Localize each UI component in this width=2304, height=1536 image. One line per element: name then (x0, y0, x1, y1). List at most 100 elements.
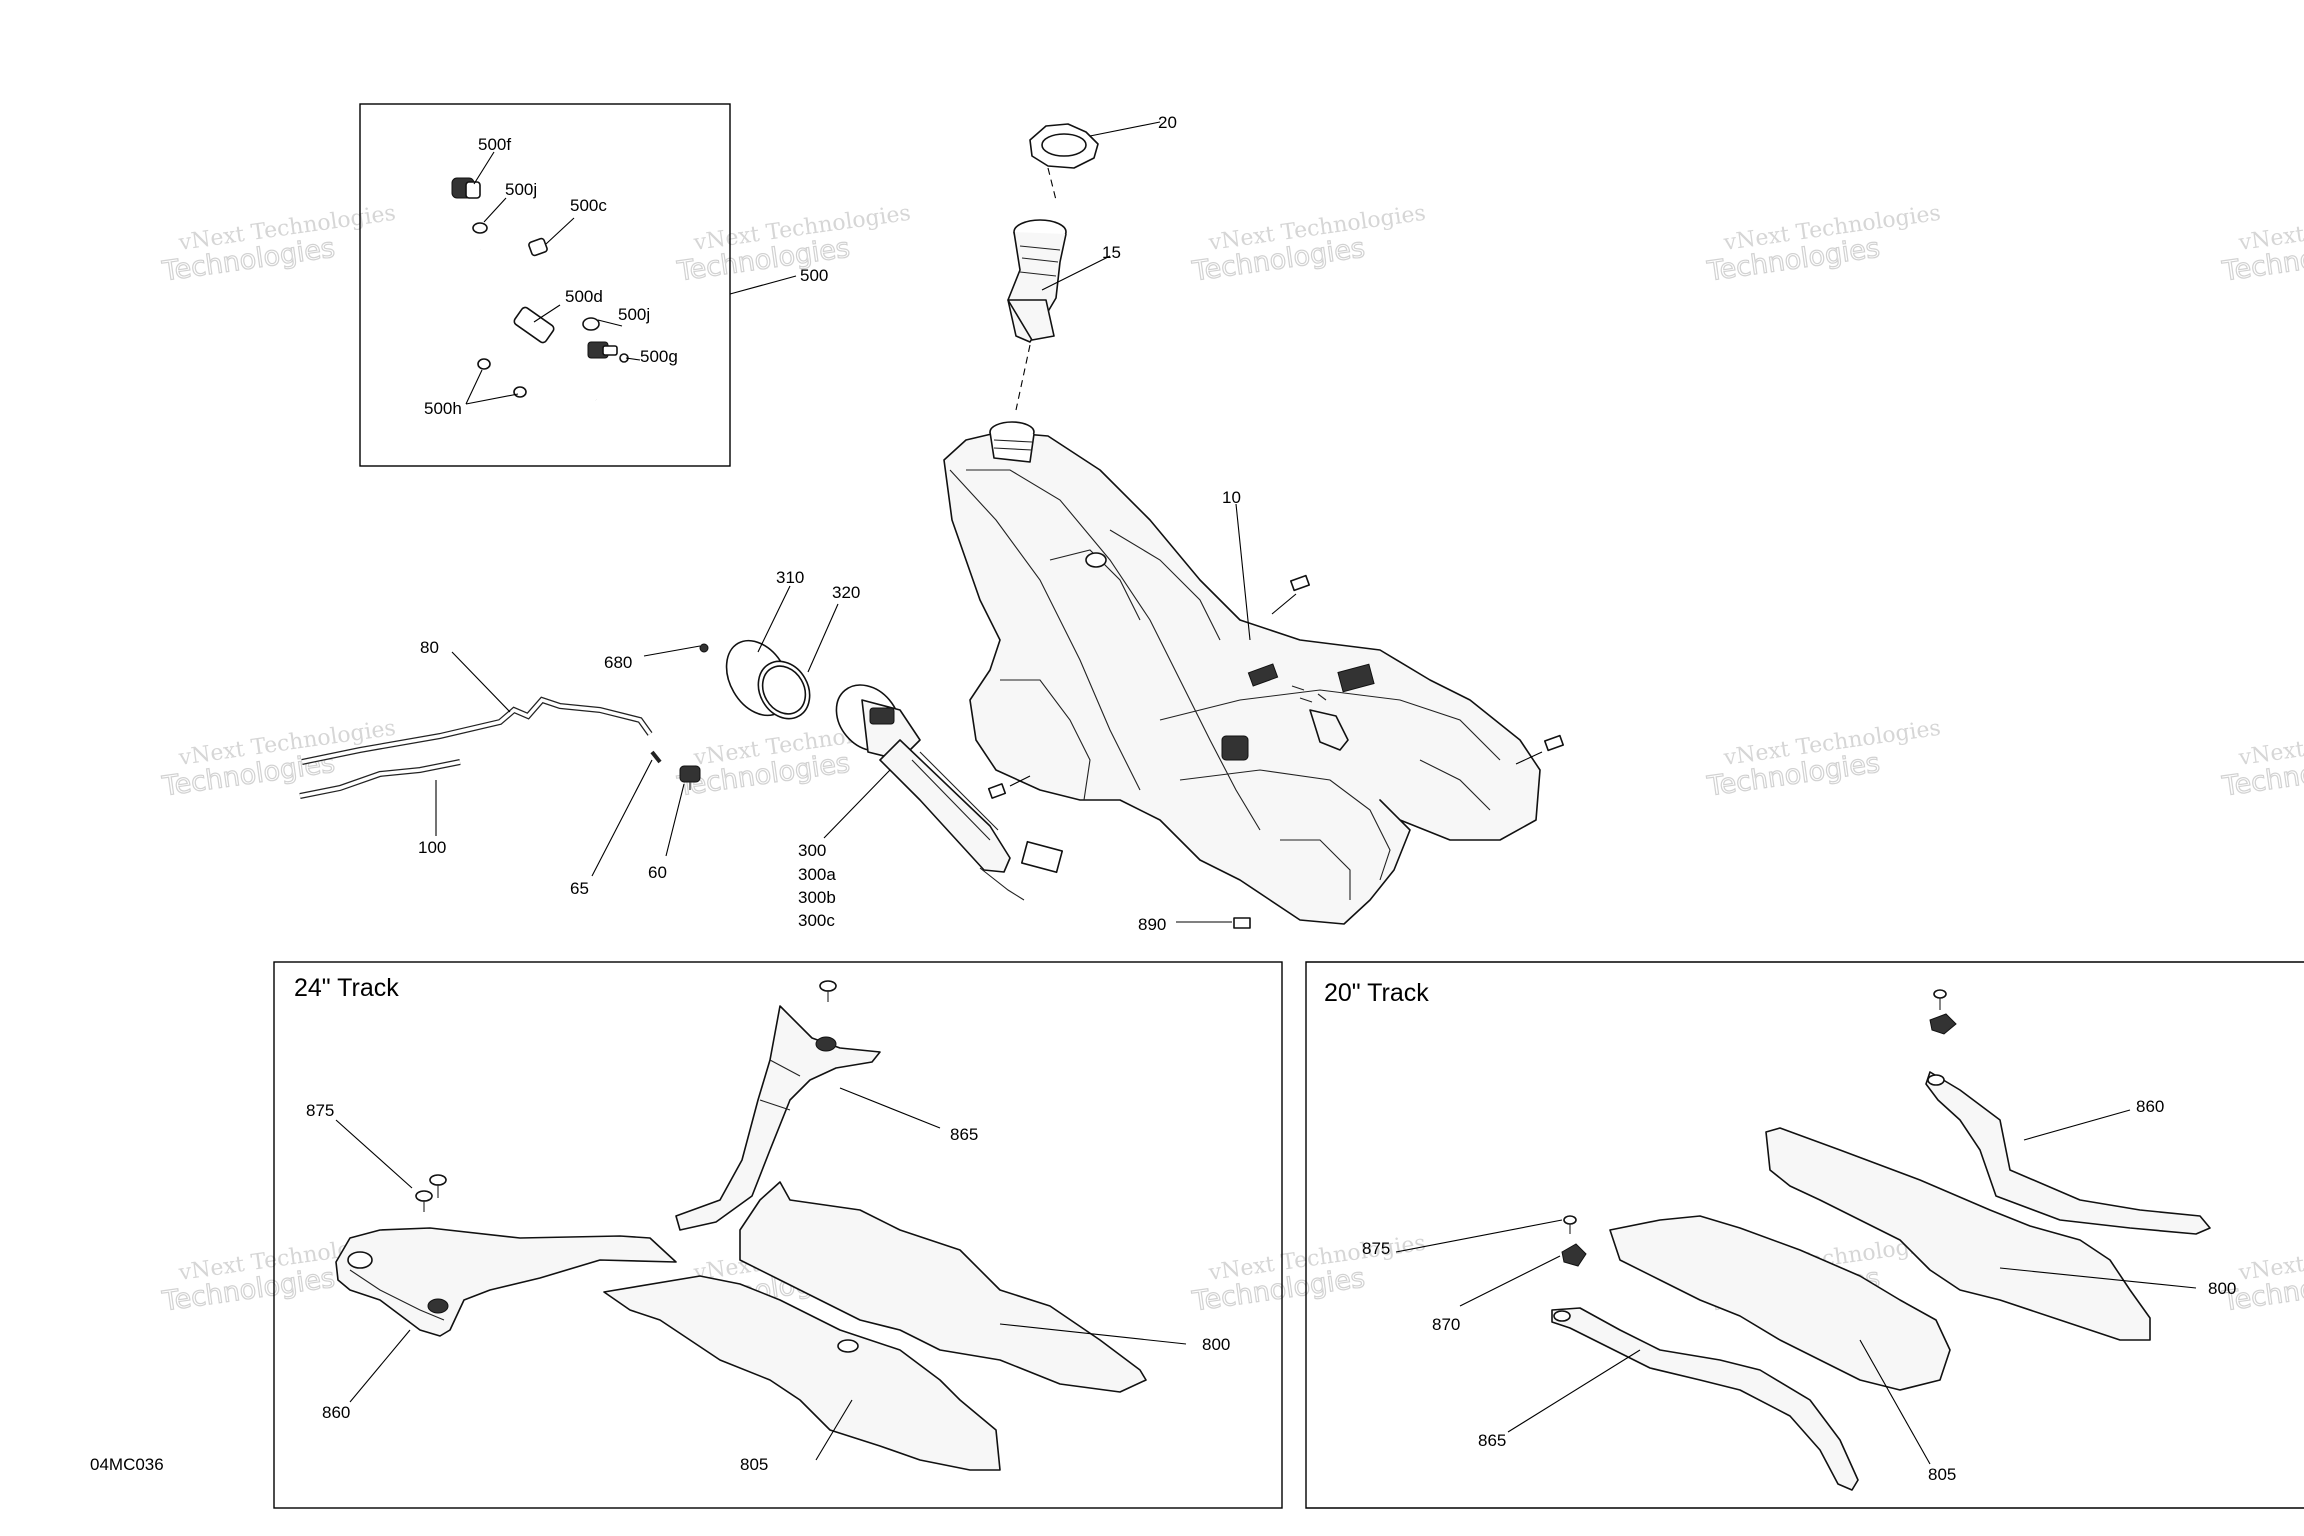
leader-865-a (839, 1087, 941, 1129)
label-500d: 500d (565, 287, 603, 306)
part-500c (528, 237, 548, 257)
label-870: 870 (1432, 1315, 1460, 1334)
tank-tab (1309, 709, 1349, 751)
leader-860-b (2023, 1109, 2131, 1141)
label-805-a: 805 (740, 1455, 768, 1474)
leader-875-a (335, 1119, 413, 1189)
tank-clip (1337, 663, 1375, 693)
fitting-500f (451, 177, 481, 199)
leader-65 (591, 759, 653, 877)
clamp-500j-2 (582, 317, 600, 331)
bracket-860-b-hole (1927, 1074, 1945, 1086)
detail-box-500: 500f 500j 500c 500d 500j 500g 500h 500 (359, 103, 828, 467)
leader-870 (1459, 1255, 1561, 1307)
bracket-860-b (1925, 1071, 2211, 1235)
leader-310 (757, 585, 791, 653)
leader-spacer (1271, 593, 1297, 615)
tee-500g (587, 341, 629, 363)
fuel-lines: 80 100 65 60 (299, 638, 701, 898)
fuel-cap-20: 20 (1029, 113, 1177, 169)
leader-805-b (1859, 1339, 1931, 1465)
valve-500d (513, 306, 555, 344)
section-frame-20 (1305, 961, 2304, 1509)
label-500: 500 (800, 266, 828, 285)
fuel-line-100-inner (299, 760, 461, 798)
leader-680 (643, 645, 701, 657)
clip-top (1929, 1013, 1957, 1035)
plate-805-hole (837, 1339, 859, 1353)
tank-bracket (1247, 663, 1279, 687)
leader-860-a (349, 1329, 411, 1403)
label-300: 300 (798, 841, 826, 860)
leader-500c (545, 217, 575, 245)
fuel-line-65 (650, 750, 662, 764)
leader-10 (1235, 503, 1251, 641)
label-860-b: 860 (2136, 1097, 2164, 1116)
detail-frame (359, 103, 731, 467)
bracket-860 (335, 1227, 677, 1337)
filler-neck-15: 15 (1007, 219, 1121, 343)
tank-port (1085, 552, 1107, 568)
bracket-860-edge (349, 1269, 445, 1321)
label-10: 10 (1222, 488, 1241, 507)
leader-500h (465, 369, 483, 405)
leader-500j (483, 197, 507, 223)
fuel-tank-10: 10 890 (943, 421, 1565, 934)
screw-875 (415, 980, 837, 1212)
ring-500h-2 (513, 386, 527, 398)
bracket-865-b (1551, 1307, 1859, 1491)
leader-spacer (1515, 751, 1543, 765)
label-20: 20 (1158, 113, 1177, 132)
section-title-20: 20" Track (1324, 979, 1429, 1007)
fuel-pump-300: 310 320 680 300 300a 300b 300c (604, 568, 1064, 930)
label-320: 320 (832, 583, 860, 602)
label-300c: 300c (798, 911, 835, 930)
spacer (1289, 574, 1311, 592)
pump-filter (1020, 840, 1064, 874)
leader-500g (625, 357, 641, 361)
screw-top (1933, 989, 1947, 999)
label-500g: 500g (640, 347, 678, 366)
ring-320-inner (761, 665, 807, 715)
part-890 (1233, 917, 1251, 929)
label-875-b: 875 (1362, 1239, 1390, 1258)
ring-500h (477, 358, 491, 370)
figure-code: 04MC036 (90, 1455, 164, 1474)
label-15: 15 (1102, 243, 1121, 262)
spacer (987, 783, 1007, 799)
connector-60 (679, 765, 701, 790)
leader-320 (807, 603, 839, 673)
leader-500d (533, 304, 561, 323)
label-890: 890 (1138, 915, 1166, 934)
section-20-track: 20" Track 860 875 870 800 865 805 (1305, 961, 2304, 1509)
tank-marks (1291, 685, 1327, 703)
plate-800 (739, 1181, 1147, 1393)
screw-680 (699, 643, 709, 653)
spacer (1543, 734, 1565, 752)
leader-80 (451, 651, 511, 713)
label-800-b: 800 (2208, 1279, 2236, 1298)
bracket-860-hole-2 (347, 1251, 373, 1269)
leader-805-a (815, 1399, 853, 1461)
label-500j-b: 500j (618, 305, 650, 324)
label-65: 65 (570, 879, 589, 898)
plate-805 (603, 1275, 1001, 1471)
bracket-865-edge (759, 1059, 801, 1111)
bracket-865-b-hole (1553, 1310, 1571, 1322)
dash-cap-neck (1047, 167, 1057, 201)
clamp-500j (472, 222, 488, 234)
label-865-b: 865 (1478, 1431, 1506, 1450)
leader-500f (473, 151, 495, 185)
vent-hose-inner (477, 249, 608, 440)
label-300a: 300a (798, 865, 836, 884)
plate-800-b (1765, 1127, 2151, 1341)
leader-865-b (1507, 1349, 1641, 1433)
screw-875-b (1563, 1215, 1577, 1225)
bracket-865-hole (815, 1036, 837, 1052)
leader-300 (823, 769, 891, 839)
leader-60 (665, 783, 685, 857)
label-800-a: 800 (1202, 1335, 1230, 1354)
leader-500 (729, 275, 797, 295)
label-680: 680 (604, 653, 632, 672)
